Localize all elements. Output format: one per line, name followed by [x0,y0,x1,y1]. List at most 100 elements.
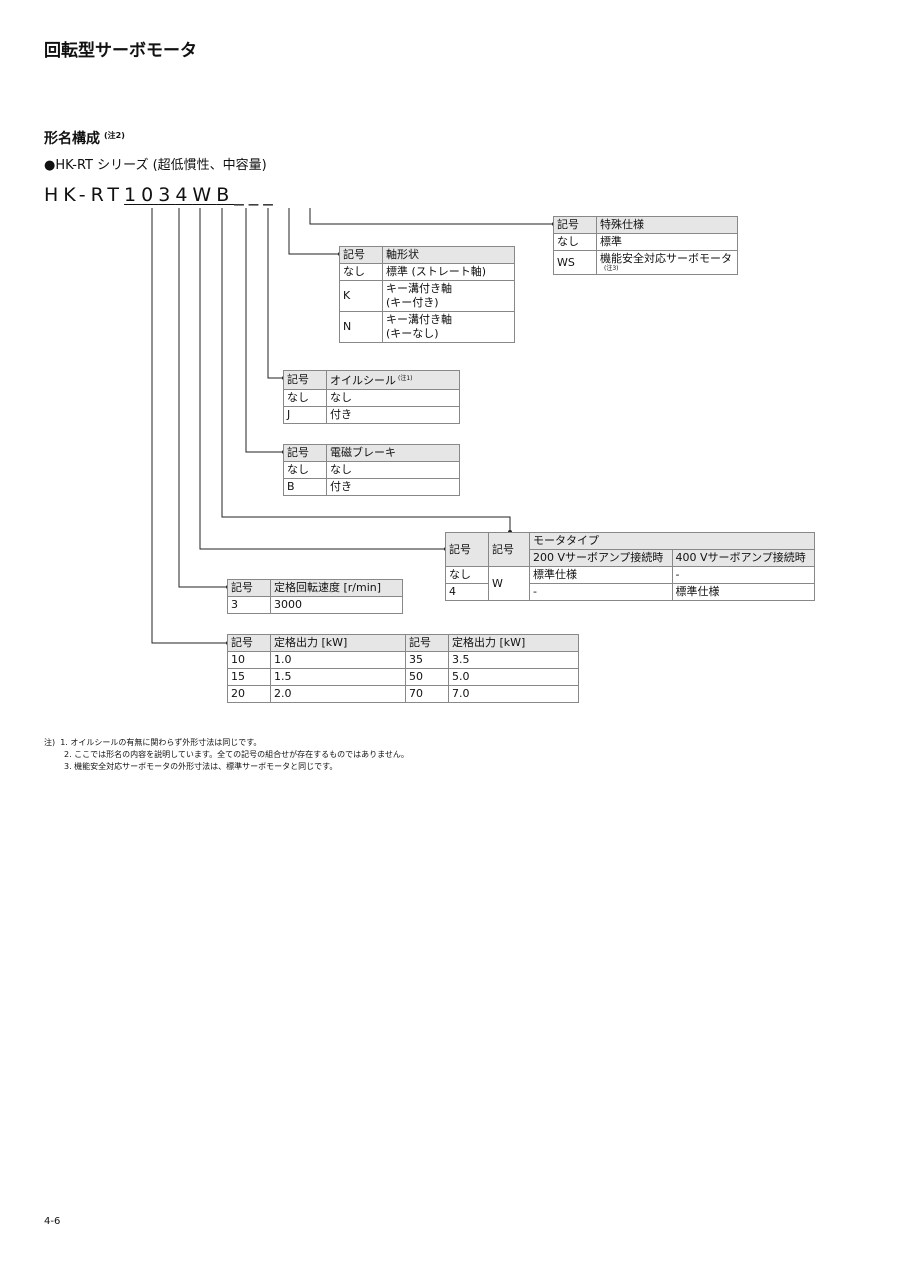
table-row: なし 標準 (ストレート軸) [339,263,515,281]
table-row: なし W 標準仕様 - [445,566,815,601]
oil-cell: J [283,406,327,424]
output-cell: 35 [405,651,449,669]
connector-voltage [221,208,511,532]
output-cell: 3.5 [448,651,579,669]
motor-cell: なし [445,566,489,584]
motor-cell: - [529,583,673,601]
motor-header-code2: 記号 [488,532,530,567]
connector-speed [178,208,228,588]
output-header-code1: 記号 [227,634,271,652]
shaft-cell: 標準 (ストレート軸) [382,263,515,281]
oil-cell: なし [283,389,327,407]
output-cell: 70 [405,685,449,703]
output-header-kw1: 定格出力 [kW] [270,634,406,652]
model-digit-4: 4 [175,184,193,206]
model-blank-2: _ [248,184,264,206]
table-row: 4 - 標準仕様 [445,583,815,601]
output-table: 記号 定格出力 [kW] 記号 定格出力 [kW] 10 1.0 35 3.5 … [227,634,579,703]
motor-cell: 4 [445,583,489,601]
shaft-header-code: 記号 [339,246,383,264]
note-row-1: 注) 1. オイルシールの有無に関わらず外形寸法は同じです。 [44,737,409,749]
brake-table: 記号 電磁ブレーキ なし なし B 付き [283,444,460,496]
output-cell: 15 [227,668,271,686]
motor-cell: 標準仕様 [529,566,673,584]
shaft-n-line2: (キーなし) [386,327,439,340]
brake-cell: 付き [326,478,460,496]
table-row: なし なし [283,461,460,479]
shaft-k-line2: (キー付き) [386,296,439,309]
oil-header-label: オイルシール(注1) [326,370,460,390]
output-header-code2: 記号 [405,634,449,652]
motor-header-200v: 200 Vサーボアンプ接続時 [529,549,673,567]
note-2: 2. ここでは形名の内容を説明しています。全ての記号の組合せが存在するものではあ… [64,750,409,759]
special-note: (注3) [604,265,619,272]
oil-cell: 付き [326,406,460,424]
connector-special [309,208,554,225]
special-spec-table: 記号 特殊仕様 なし 標準 WS 機能安全対応サーボモータ (注3) [553,216,738,275]
table-row: 10 1.0 35 3.5 [227,651,579,669]
table-row: 15 1.5 50 5.0 [227,668,579,686]
special-cell: なし [553,233,597,251]
section-title: 形名構成 (注2) [44,128,125,148]
output-cell: 1.5 [270,668,406,686]
speed-cell: 3 [227,596,271,614]
table-row: なし なし [283,389,460,407]
model-code: HK-RT1034WB___ [44,184,278,206]
output-cell: 20 [227,685,271,703]
motor-cell: 標準仕様 [671,583,815,601]
motor-header-code1: 記号 [445,532,489,567]
special-header-code: 記号 [553,216,597,234]
output-cell: 1.0 [270,651,406,669]
special-header-spec: 特殊仕様 [596,216,738,234]
table-row: なし 標準 [553,233,738,251]
section-title-text: 形名構成 [44,131,100,147]
connector-oil [267,208,284,379]
speed-header-code: 記号 [227,579,271,597]
output-cell: 10 [227,651,271,669]
brake-cell: B [283,478,327,496]
output-header-kw2: 定格出力 [kW] [448,634,579,652]
special-cell: 標準 [596,233,738,251]
shaft-n-line1: キー溝付き軸 [386,313,452,326]
speed-header-label: 定格回転速度 [r/min] [270,579,403,597]
table-row: B 付き [283,478,460,496]
output-cell: 2.0 [270,685,406,703]
model-voltage: W [192,184,217,206]
connector-lines [151,208,556,645]
table-row: WS 機能安全対応サーボモータ (注3) [553,250,738,275]
motor-cell: - [671,566,815,584]
motor-type-table: 記号 記号 モータタイプ 200 Vサーボアンプ接続時 400 Vサーボアンプ接… [445,532,815,601]
output-cell: 50 [405,668,449,686]
connector-shaft [288,208,340,255]
oil-header-note: (注1) [398,375,413,382]
table-row: K キー溝付き軸 (キー付き) [339,280,515,312]
model-blank-1: _ [234,184,249,206]
brake-header-label: 電磁ブレーキ [326,444,460,462]
notes-label: 注) [44,738,56,747]
connector-motor-type [199,208,446,550]
shaft-cell: K [339,280,383,312]
shaft-k-line1: キー溝付き軸 [386,282,452,295]
page-title: 回転型サーボモータ [44,41,197,61]
note-1: 1. オイルシールの有無に関わらず外形寸法は同じです。 [60,738,262,747]
oil-header-text: オイルシール [330,374,396,387]
shaft-table: 記号 軸形状 なし 標準 (ストレート軸) K キー溝付き軸 (キー付き) N … [339,246,515,343]
brake-cell: なし [283,461,327,479]
model-prefix: HK-RT [44,184,125,206]
oil-header-code: 記号 [283,370,327,390]
table-row: 3 3000 [227,596,403,614]
note-row-3: 3. 機能安全対応サーボモータの外形寸法は、標準サーボモータと同じです。 [44,761,409,773]
model-blank-3: _ [263,184,278,206]
series-title: ●HK-RT シリーズ (超低慣性、中容量) [44,158,267,173]
section-note: (注2) [104,131,125,140]
special-cell: 機能安全対応サーボモータ (注3) [596,250,738,275]
speed-cell: 3000 [270,596,403,614]
table-row: 20 2.0 70 7.0 [227,685,579,703]
model-brake: B [216,184,235,206]
brake-cell: なし [326,461,460,479]
shaft-cell: キー溝付き軸 (キーなし) [382,311,515,343]
connector-brake [245,208,284,453]
motor-header-group: モータタイプ [529,532,815,550]
brake-header-code: 記号 [283,444,327,462]
model-digit-2: 0 [141,184,159,206]
